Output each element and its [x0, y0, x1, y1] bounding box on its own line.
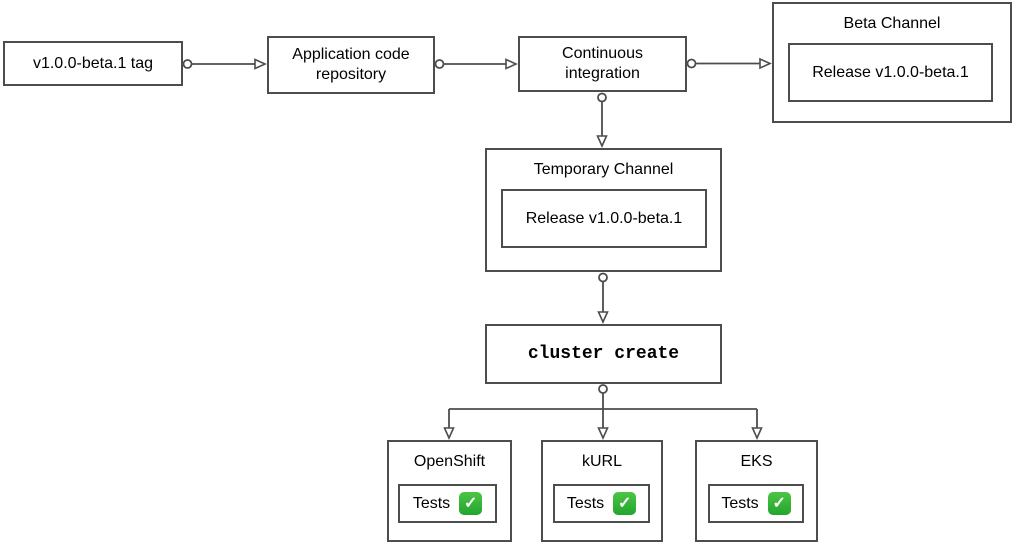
temporary-channel-release-label: Release v1.0.0-beta.1 — [525, 209, 683, 227]
node-app-code-repository: Application code repository — [267, 36, 435, 94]
temporary-channel-title: Temporary Channel — [533, 161, 674, 178]
check-mark-icon: ✓ — [767, 492, 791, 515]
eks-tests-label: Tests — [721, 494, 759, 512]
temporary-channel-release-box: Release v1.0.0-beta.1 — [501, 189, 707, 248]
node-cluster-openshift: OpenShift Tests ✓ — [387, 440, 512, 542]
node-temporary-channel: Temporary Channel Release v1.0.0-beta.1 — [485, 148, 722, 272]
openshift-title: OpenShift — [413, 453, 486, 470]
check-mark-icon: ✓ — [613, 492, 637, 515]
openshift-tests-label: Tests — [412, 494, 451, 512]
beta-channel-release-label: Release v1.0.0-beta.1 — [812, 63, 969, 81]
openshift-tests-box: Tests ✓ — [398, 484, 497, 523]
node-version-tag-label: v1.0.0-beta.1 tag — [32, 54, 154, 72]
node-app-code-repository-label: Application code repository — [292, 46, 410, 83]
node-beta-channel: Beta Channel Release v1.0.0-beta.1 — [772, 2, 1012, 123]
check-glyph: ✓ — [772, 494, 786, 512]
node-cluster-create: cluster create — [485, 324, 722, 384]
node-continuous-integration-label: Continuous integration — [562, 45, 643, 82]
beta-channel-title: Beta Channel — [843, 15, 941, 32]
kurl-tests-box: Tests ✓ — [553, 484, 650, 523]
check-glyph: ✓ — [463, 494, 478, 512]
node-cluster-eks: EKS Tests ✓ — [695, 440, 818, 542]
cluster-create-label: cluster create — [527, 343, 680, 364]
node-continuous-integration: Continuous integration — [518, 36, 687, 92]
kurl-tests-label: Tests — [566, 494, 605, 512]
node-cluster-kurl: kURL Tests ✓ — [541, 440, 663, 542]
eks-tests-box: Tests ✓ — [708, 484, 804, 523]
check-glyph: ✓ — [617, 494, 632, 512]
node-version-tag: v1.0.0-beta.1 tag — [3, 41, 183, 86]
check-mark-icon: ✓ — [459, 492, 483, 515]
beta-channel-release-box: Release v1.0.0-beta.1 — [788, 43, 993, 102]
kurl-title: kURL — [581, 453, 622, 470]
eks-title: EKS — [740, 453, 773, 470]
